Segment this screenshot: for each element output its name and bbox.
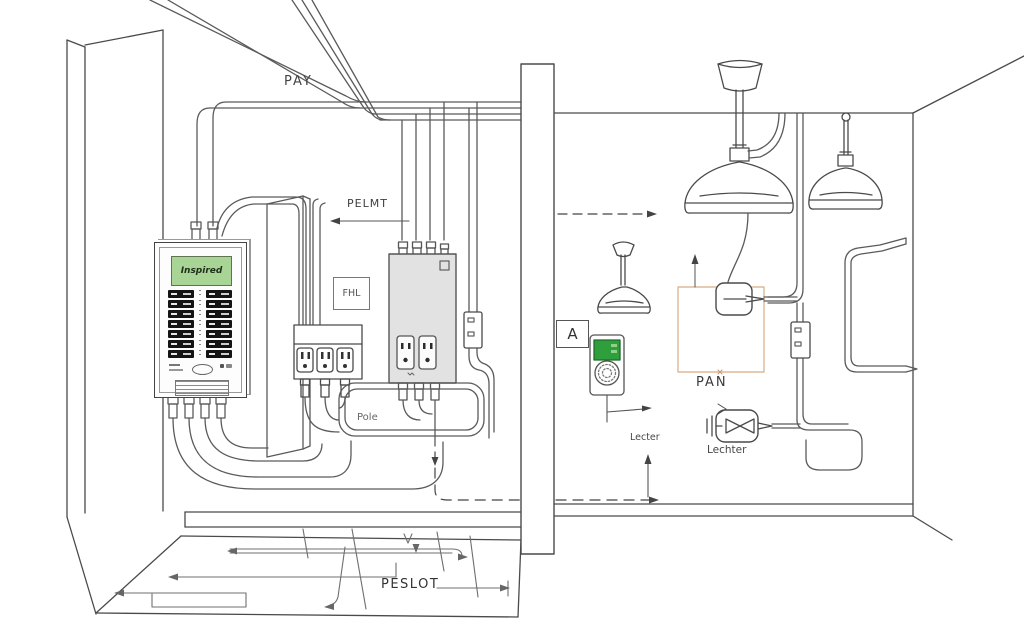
fhl-label: FHL [342, 288, 361, 299]
label-pan: PAN [696, 375, 728, 390]
breaker-switch [168, 330, 194, 338]
breaker-switch [206, 320, 232, 328]
a-label: A [567, 325, 578, 343]
pendant-light-small [597, 241, 651, 314]
ceiling-conduit-run [149, 0, 522, 439]
breaker-switch [206, 330, 232, 338]
pelmt-run [330, 217, 410, 225]
inline-junction-device [463, 311, 483, 349]
label-lecter: Lecter [630, 432, 660, 443]
floor-wiring-routes [114, 528, 510, 610]
a-callout-box: A [556, 320, 589, 348]
pendant-light-large [684, 59, 794, 283]
pan-zone [677, 254, 798, 375]
lechter-valve-device [706, 403, 801, 443]
breaker-switch [168, 320, 194, 328]
breaker-switch [168, 300, 194, 308]
label-lechter: Lechter [707, 444, 747, 456]
breaker-switch [168, 310, 194, 318]
pole-conduit-loop [338, 382, 485, 437]
panel-logo [192, 364, 213, 375]
panel-vent-grille [175, 380, 229, 396]
label-peslot: PESLOT [381, 577, 440, 592]
panel-notes [168, 362, 234, 376]
breaker-switch [206, 290, 232, 298]
dashed-circuit-runs [431, 210, 659, 504]
right-wall-conduits [767, 112, 918, 471]
breaker-switch [206, 340, 232, 348]
breaker-switch [168, 350, 194, 358]
label-pelmt: PELMT [347, 197, 388, 210]
breaker-grid [168, 290, 234, 358]
breaker-panel: Inspired [154, 242, 247, 398]
disconnect-panel [388, 241, 457, 447]
column [520, 63, 555, 555]
breaker-switch [206, 350, 232, 358]
panel-conduits [167, 196, 444, 490]
pendant-light-right [808, 112, 883, 210]
label-pole: Pole [357, 412, 378, 423]
breaker-switch [206, 300, 232, 308]
breaker-panel-display: Inspired [171, 256, 232, 286]
outlet-strip [293, 324, 363, 433]
breaker-switch [168, 340, 194, 348]
breaker-switch [206, 310, 232, 318]
thermostat [589, 334, 652, 423]
fhl-callout-box: FHL [333, 277, 370, 310]
breaker-switch [168, 290, 194, 298]
label-pay: PAY [284, 74, 313, 89]
